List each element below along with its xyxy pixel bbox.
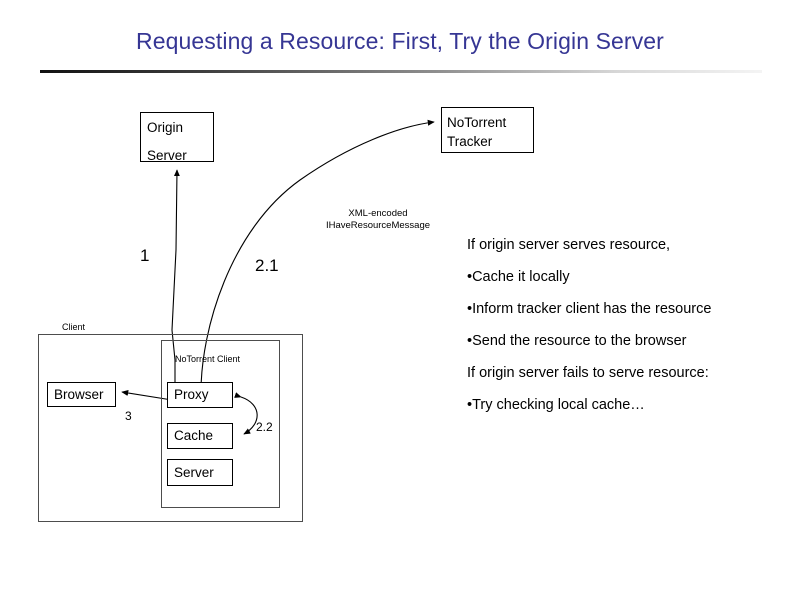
note-line: Try checking local cache… (467, 396, 717, 415)
node-browser-label: Browser (54, 387, 104, 402)
notes-column: If origin server serves resource, Cache … (467, 236, 717, 428)
step-number-1: 1 (140, 246, 150, 265)
title-divider (40, 70, 762, 73)
node-origin-server-label-line2: Server (147, 148, 187, 163)
node-proxy[interactable] (167, 382, 233, 408)
message-annotation-line2: IHaveResourceMessage (325, 220, 431, 231)
page-title: Requesting a Resource: First, Try the Or… (136, 28, 664, 54)
arrow-proxy-to-tracker (200, 119, 435, 393)
group-box-client (38, 334, 303, 522)
step-number-2-1: 2.1 (255, 256, 279, 275)
node-browser[interactable] (47, 382, 116, 407)
node-origin-server-label-line1: Origin (147, 120, 184, 135)
node-server[interactable] (167, 459, 233, 486)
note-line: Inform tracker client has the resource (467, 300, 717, 319)
note-line: Cache it locally (467, 268, 717, 287)
node-notorrent-tracker-label-line1: NoTorrent (447, 115, 507, 130)
message-annotation-line1: XML-encoded (348, 208, 408, 219)
note-line: If origin server fails to serve resource… (467, 365, 709, 381)
node-origin-server[interactable] (140, 112, 214, 162)
message-annotation: XML-encoded IHaveResourceMessage (278, 208, 478, 232)
node-proxy-label: Proxy (174, 387, 209, 402)
node-notorrent-tracker[interactable] (441, 107, 534, 153)
arrow-proxy-to-cache (234, 392, 258, 435)
group-label-client: Client (62, 322, 86, 332)
step-number-2-2: 2.2 (256, 420, 273, 434)
group-label-notorrent-client: NoTorrent Client (175, 354, 241, 364)
node-cache[interactable] (167, 423, 233, 449)
group-box-notorrent-client (161, 340, 280, 508)
note-line: If origin server serves resource, (467, 237, 671, 253)
arrow-proxy-to-browser (121, 390, 173, 401)
step-number-3: 3 (125, 409, 132, 423)
node-cache-label: Cache (174, 428, 214, 443)
arrow-proxy-to-origin-server (171, 169, 180, 392)
note-line: Send the resource to the browser (467, 332, 717, 351)
node-server-label: Server (174, 465, 214, 480)
node-notorrent-tracker-label-line2: Tracker (447, 134, 493, 149)
